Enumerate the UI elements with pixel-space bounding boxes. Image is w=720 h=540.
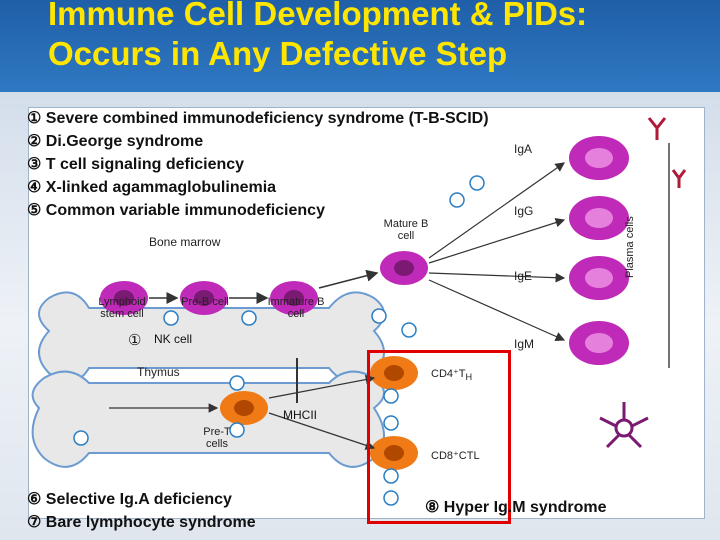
title-band (0, 0, 720, 92)
antibody-icon (647, 117, 687, 188)
diagram-svg (31, 117, 687, 506)
pentamer-igm-icon (599, 402, 649, 449)
label-pre-b: Pre-B cell (181, 296, 229, 308)
nk-step-number: ① (128, 332, 142, 349)
label-immature-b: Immature B cell (267, 296, 325, 320)
label-cd4-main: CD4⁺T (431, 368, 466, 380)
legend-top: ① Severe combined immunodeficiency syndr… (27, 107, 489, 222)
label-cd8: CD8⁺CTL (431, 450, 480, 462)
label-iga: IgA (514, 142, 533, 156)
immature-b-cell (270, 281, 318, 315)
immune-development-diagram: Bone marrow Thymus Lymphoid stem cell Pr… (28, 107, 705, 519)
legend-item: ⑦ Bare lymphocyte syndrome (27, 514, 256, 531)
label-mhcii: MHCII (283, 408, 317, 422)
label-nk-cell: NK cell (154, 332, 193, 346)
highlight-box (367, 350, 511, 524)
legend-item: ② Di.George syndrome (27, 133, 204, 150)
label-igm: IgM (514, 337, 535, 351)
legend-item: ⑥ Selective Ig.A deficiency (27, 491, 232, 508)
legend-item: ① Severe combined immunodeficiency syndr… (27, 110, 489, 127)
label-thymus: Thymus (137, 365, 180, 379)
legend-item: ⑤ Common variable immunodeficiency (27, 202, 325, 219)
step-markers (73, 175, 485, 506)
pre-b-cell (180, 281, 228, 315)
label-lymphoid-stem: Lymphoid stem cell (98, 296, 146, 320)
lymphoid-stem-cell (100, 281, 148, 315)
plasma-igg (569, 196, 629, 240)
label-mature-b: Mature B cell (383, 218, 429, 242)
legend-item: ③ T cell signaling deficiency (27, 156, 245, 173)
legend-item: ④ X-linked agammaglobulinemia (27, 179, 277, 196)
title-line-2: Occurs in Any Defective Step (48, 35, 508, 72)
label-cd4-sub: H (465, 372, 473, 383)
title-line-1: Immune Cell Development & PIDs: (48, 0, 588, 32)
plasma-igm (569, 321, 629, 365)
legend-bottom: ⑥ Selective Ig.A deficiency ⑦ Bare lymph… (27, 488, 256, 534)
label-igg: IgG (514, 204, 534, 218)
label-plasma-cells: Plasma cells (624, 216, 636, 278)
mature-b-cell (380, 251, 428, 285)
legend-hyper-igm: ⑧ Hyper Ig.M syndrome (425, 499, 607, 516)
label-pre-t: Pre-T cells (203, 426, 231, 450)
label-ige: IgE (514, 269, 533, 283)
label-bone-marrow: Bone marrow (149, 235, 221, 249)
pre-t-cell (220, 391, 268, 425)
label-cd4: CD4⁺TH (431, 368, 472, 383)
slide-title: Immune Cell Development & PIDs: Occurs i… (48, 0, 587, 74)
plasma-ige (569, 256, 629, 300)
plasma-iga (569, 136, 629, 180)
